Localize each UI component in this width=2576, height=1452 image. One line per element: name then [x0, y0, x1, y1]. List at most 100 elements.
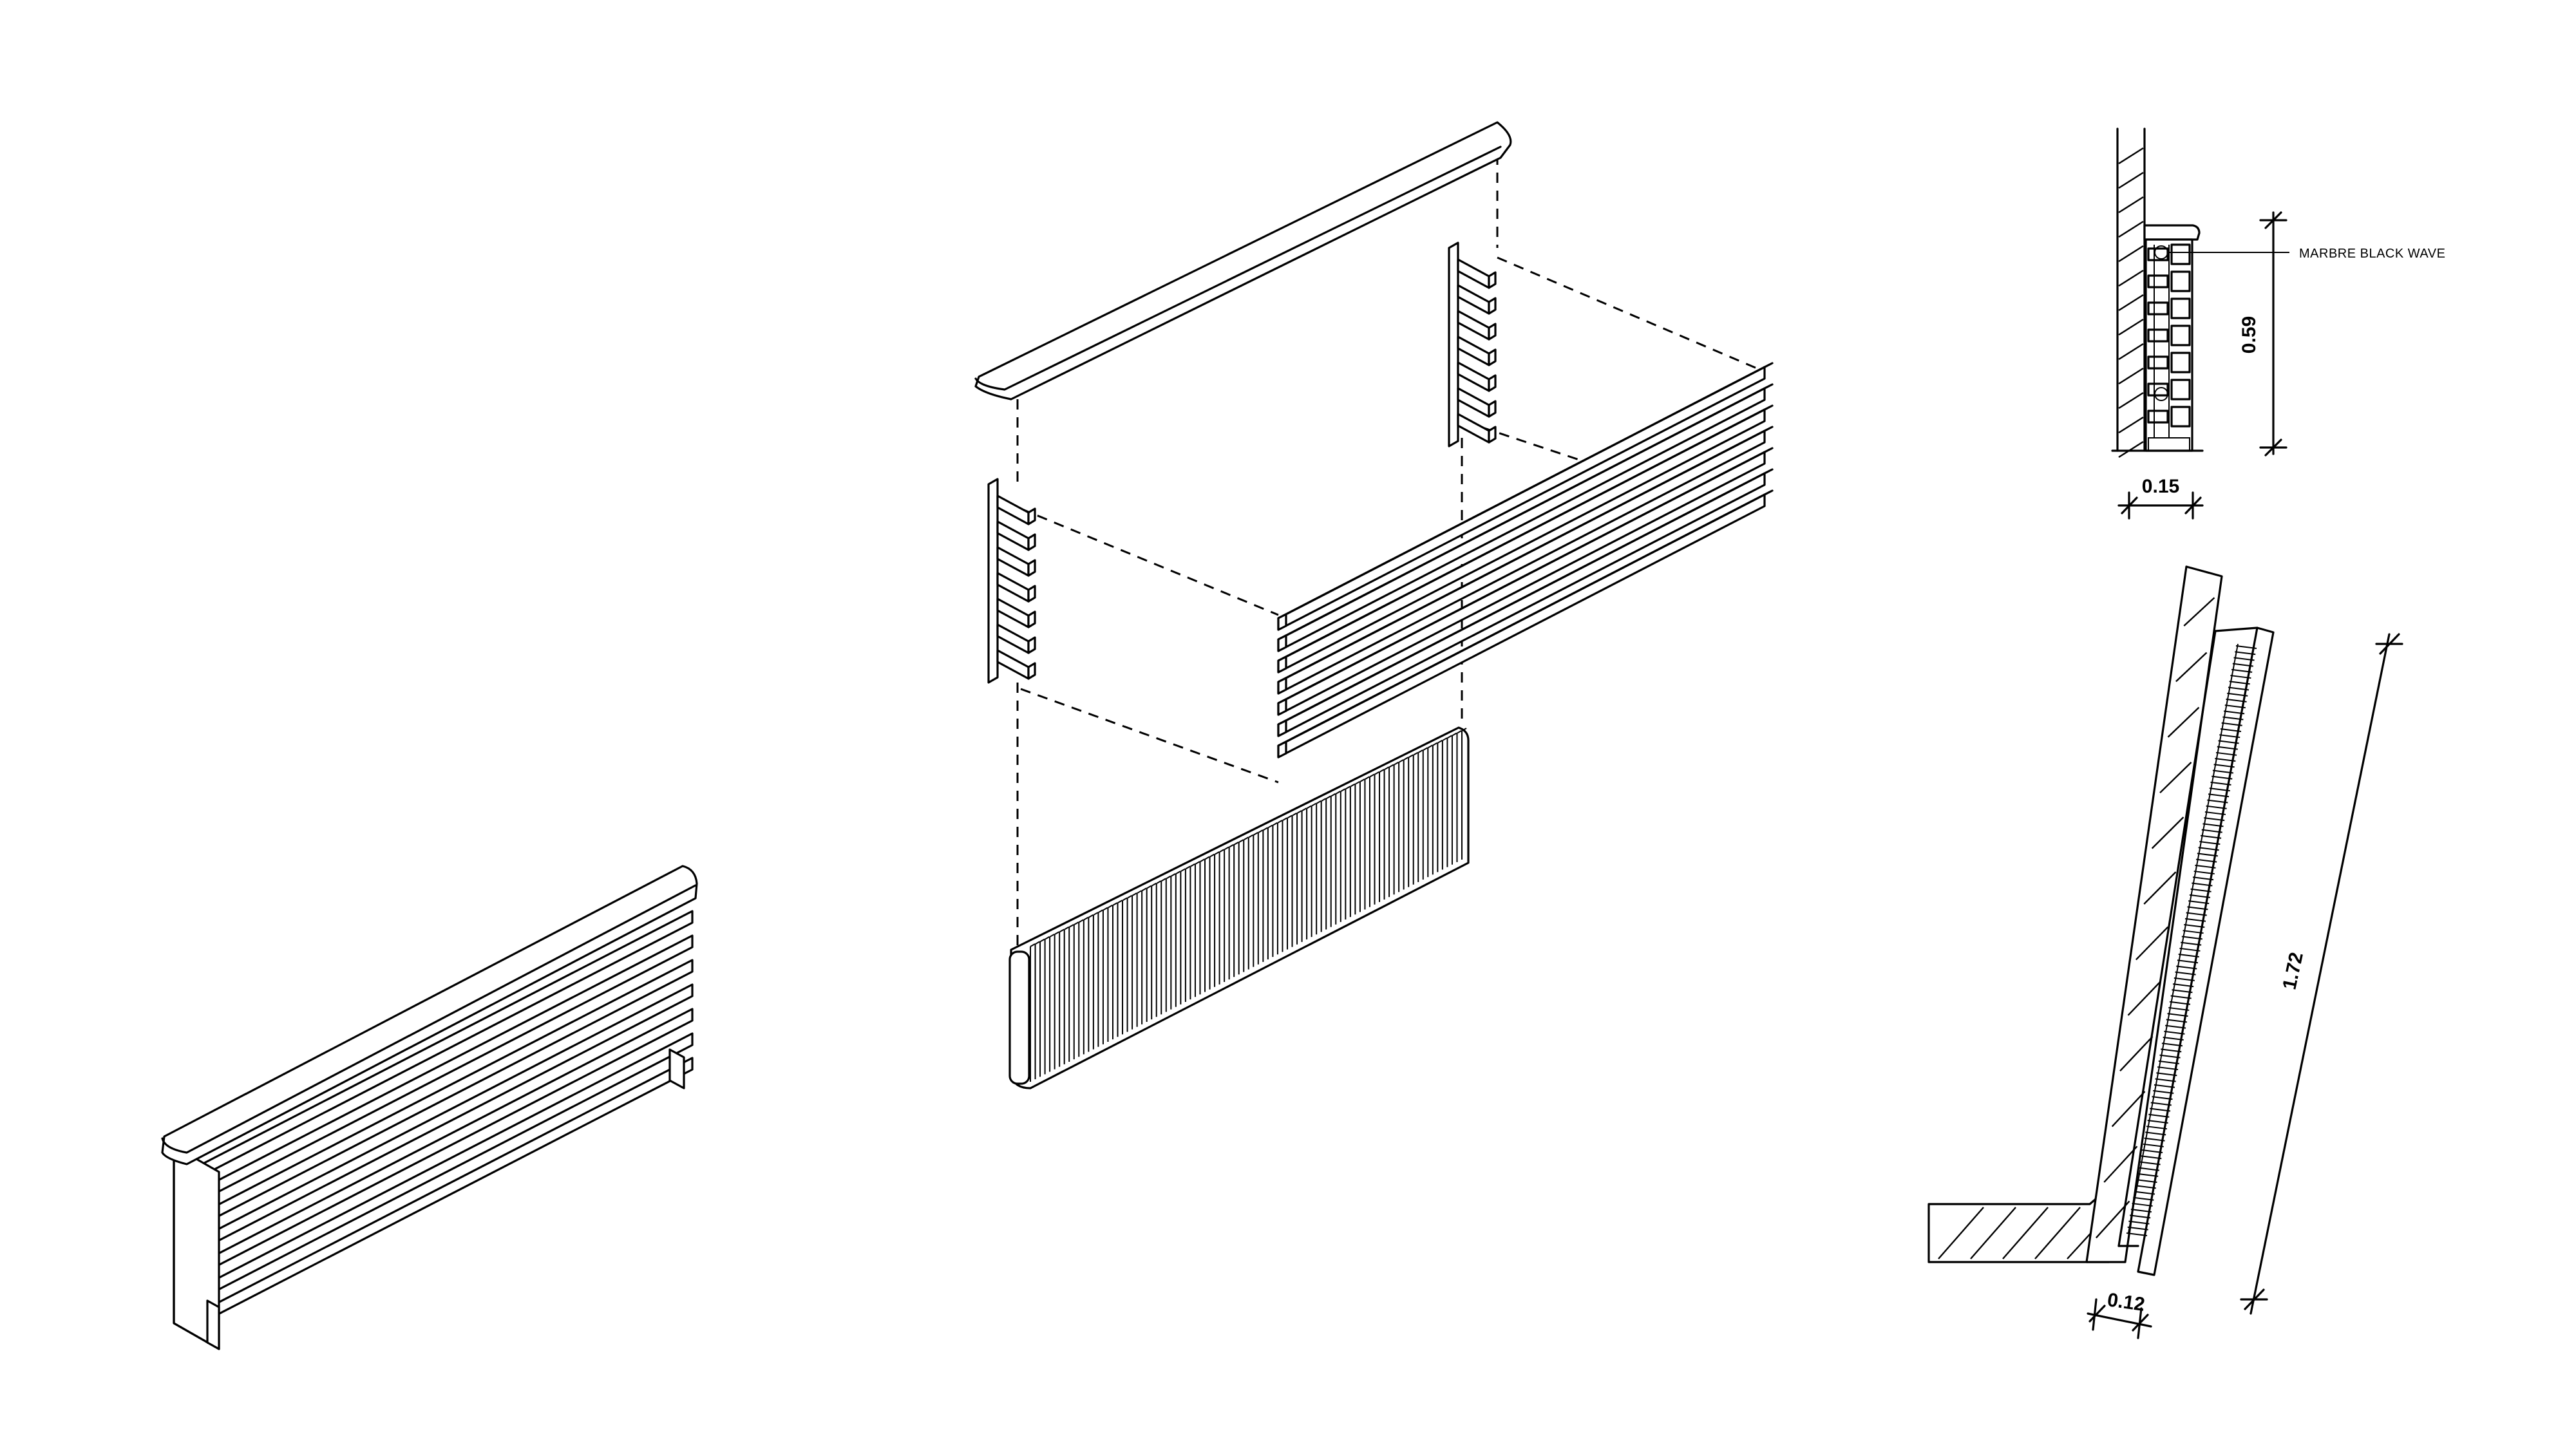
assembled-slats [178, 910, 694, 1328]
wall-hatch-line [2118, 391, 2144, 410]
exploded-view [974, 121, 1774, 1089]
angled-fin [2153, 1089, 2174, 1094]
wall-hatch-line [2118, 171, 2144, 189]
height-dimension: 0.59 [2239, 211, 2287, 457]
wall-hatch-line [2118, 440, 2144, 458]
angled-fin [2158, 1060, 2179, 1064]
radiator-fin-top [1427, 744, 1433, 749]
radiator-fin-top [1112, 902, 1118, 906]
angled-fin [2172, 989, 2193, 994]
angled-wall-hatch-line [2151, 816, 2184, 849]
angled-fin [2193, 871, 2215, 875]
radiator-fin-top [1384, 766, 1390, 771]
radiator-fin-top [1403, 757, 1409, 761]
angled-wall-hatch-line [2159, 761, 2192, 794]
radiator-fin-top [1359, 778, 1365, 782]
angled-fin [2164, 1030, 2185, 1035]
angled-fin [2235, 651, 2256, 655]
angled-fin [2141, 1149, 2163, 1154]
wall-hatch-line [2118, 343, 2144, 361]
radiator-fin-top [1287, 815, 1293, 819]
comb-tooth [1457, 284, 1490, 315]
radiator-fin-top [1107, 904, 1113, 909]
angled-fin [2143, 1143, 2164, 1147]
radiator-fin-top [1035, 941, 1041, 945]
radiator-fin-top [1417, 750, 1423, 753]
angled-wall-hatch-line [2135, 926, 2169, 961]
radiator-fin-top [1437, 739, 1443, 744]
angled-fin [2213, 764, 2235, 768]
angled-fin [2228, 686, 2249, 691]
angled-fin [2161, 1042, 2183, 1047]
radiator-fin-top [1316, 800, 1321, 804]
angled-fin [2132, 1202, 2153, 1207]
angled-fin [2150, 1102, 2172, 1106]
angled-fin [2169, 1001, 2191, 1005]
radiator-fin-top [1083, 916, 1089, 921]
radiator-fin-top [1374, 771, 1379, 775]
angled-fin-rail [2128, 643, 2239, 1234]
radiator-fin-top [1093, 912, 1099, 916]
angled-fin [2211, 775, 2233, 780]
radiator-fin-top [1262, 827, 1268, 831]
angled-wall-hatch-line [2183, 597, 2215, 627]
radiator-fin-top [1137, 890, 1142, 894]
section-slat [2170, 270, 2191, 292]
section-radiator [2154, 245, 2170, 438]
angled-fin [2163, 1037, 2184, 1041]
comb-tooth-end [1488, 374, 1497, 392]
radiator-fin-top [1045, 936, 1050, 940]
angled-fin [2231, 668, 2253, 673]
radiator-fin-top [1408, 754, 1414, 759]
comb-tooth [996, 546, 1030, 577]
comb-tooth-end [1488, 271, 1497, 289]
comb-tooth-end [1027, 533, 1036, 551]
radiator-fin-top [1064, 926, 1070, 930]
angled-fin [2184, 918, 2206, 922]
radiator-fin-top [1282, 817, 1287, 822]
angled-fin [2126, 1232, 2148, 1236]
angled-fin [2181, 936, 2202, 940]
exploded-slat-end [1277, 740, 1287, 759]
comb-tooth [996, 495, 1030, 525]
wall-hatch-line [2118, 294, 2144, 312]
angled-fin [2177, 959, 2199, 964]
angled-fin [2192, 882, 2213, 887]
angled-fin [2204, 817, 2225, 822]
section-detail: MARBRE BLACK WAVE 0.59 0.15 [2111, 127, 2445, 520]
section-slat [2170, 325, 2191, 346]
angled-fin [2164, 1024, 2186, 1029]
radiator-fin-top [1432, 742, 1438, 746]
section-slat-inner [2147, 410, 2169, 424]
angled-fin [2149, 1108, 2171, 1112]
angled-fin [2147, 1119, 2168, 1124]
angled-fin [2229, 681, 2250, 685]
exploded-slat-end [1277, 677, 1287, 695]
section-slat-inner [2147, 274, 2169, 288]
angled-fin [2189, 894, 2211, 898]
radiator-fin-top [1379, 769, 1385, 773]
radiator-fin-top [1209, 853, 1215, 858]
angled-fin [2227, 692, 2248, 697]
radiator-fin-top [1049, 934, 1055, 938]
section-slat-inner [2147, 328, 2169, 343]
angled-fin [2144, 1137, 2165, 1142]
angled-fin [2199, 841, 2221, 845]
angled-fin [2166, 1019, 2187, 1023]
radiator-fin-top [1195, 861, 1200, 865]
radiator-fin-top [1180, 868, 1186, 872]
exploded-right-comb [1448, 241, 1497, 448]
radiator-fin-top [1127, 894, 1133, 899]
radiator-fin-top [1364, 776, 1370, 780]
radiator-fin-top [1238, 839, 1244, 844]
radiator-fin-top [1248, 834, 1254, 838]
radiator-fin-top [1350, 783, 1356, 787]
angled-fin [2137, 1173, 2159, 1177]
angled-fin [2174, 977, 2195, 981]
comb-tooth [1457, 335, 1490, 366]
wall-hatch-line [2118, 318, 2144, 336]
exploded-slat-end [1277, 613, 1287, 631]
radiator-fin-top [1151, 883, 1157, 887]
angled-fin [2215, 751, 2237, 756]
comb-tooth-end [1027, 585, 1036, 603]
